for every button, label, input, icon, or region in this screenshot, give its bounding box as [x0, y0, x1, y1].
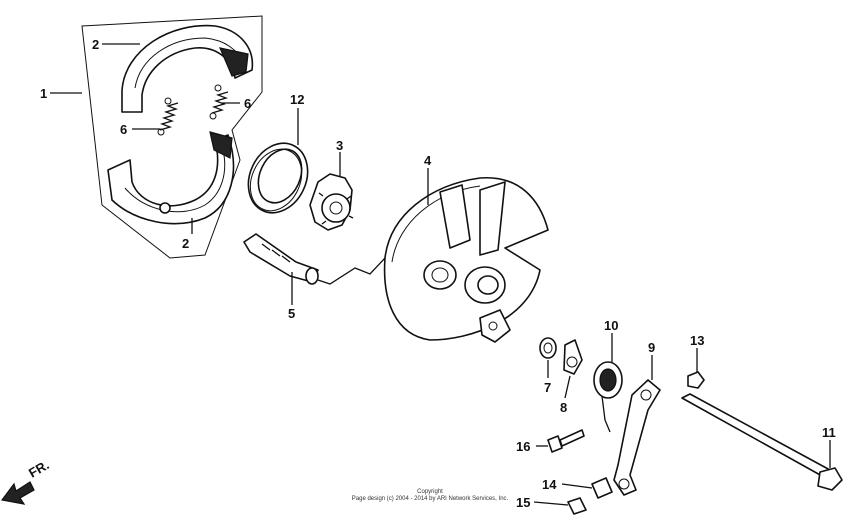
brake-panel — [383, 177, 549, 343]
brake-shoe-lower — [107, 131, 235, 225]
spring-right — [209, 84, 229, 120]
callout-15: 15 — [516, 495, 530, 510]
oil-seal — [247, 142, 309, 214]
axle-nut — [687, 371, 705, 389]
direction-label: FR. — [26, 457, 52, 480]
return-spring — [593, 361, 623, 433]
callout-6-right: 6 — [244, 96, 251, 111]
callout-3: 3 — [336, 138, 343, 153]
callout-2-lower: 2 — [182, 236, 189, 251]
joint-pin — [591, 477, 613, 499]
assembly-bracket — [81, 15, 263, 259]
callout-6-left: 6 — [120, 122, 127, 137]
leader-lines — [50, 43, 831, 506]
callout-14: 14 — [542, 477, 557, 492]
callout-4: 4 — [424, 153, 432, 168]
bolt — [547, 429, 585, 453]
brake-arm — [613, 379, 661, 496]
callout-2-upper: 2 — [92, 37, 99, 52]
axle — [681, 393, 843, 491]
spring-left — [157, 97, 179, 136]
callout-16: 16 — [516, 439, 530, 454]
callout-5: 5 — [288, 306, 295, 321]
speedometer-gear — [309, 173, 354, 231]
callout-1: 1 — [40, 86, 47, 101]
brake-cam — [243, 233, 386, 285]
callout-12: 12 — [290, 92, 304, 107]
callout-9: 9 — [648, 340, 655, 355]
callout-13: 13 — [690, 333, 704, 348]
dust-seal — [539, 337, 557, 359]
copyright-line-2: Page design (c) 2004 - 2014 by ARI Netwo… — [351, 496, 509, 502]
wear-indicator-plate — [563, 339, 583, 375]
callout-11: 11 — [822, 425, 836, 440]
nut — [567, 497, 587, 515]
brake-shoe-upper — [121, 24, 254, 113]
front-direction-arrow: FR. — [0, 457, 52, 505]
callout-10: 10 — [604, 318, 618, 333]
copyright-notice: Copyright Page design (c) 2004 - 2014 by… — [330, 489, 530, 503]
callout-8: 8 — [560, 400, 567, 415]
copyright-line-1: Copyright — [417, 489, 443, 495]
callout-7: 7 — [544, 380, 551, 395]
